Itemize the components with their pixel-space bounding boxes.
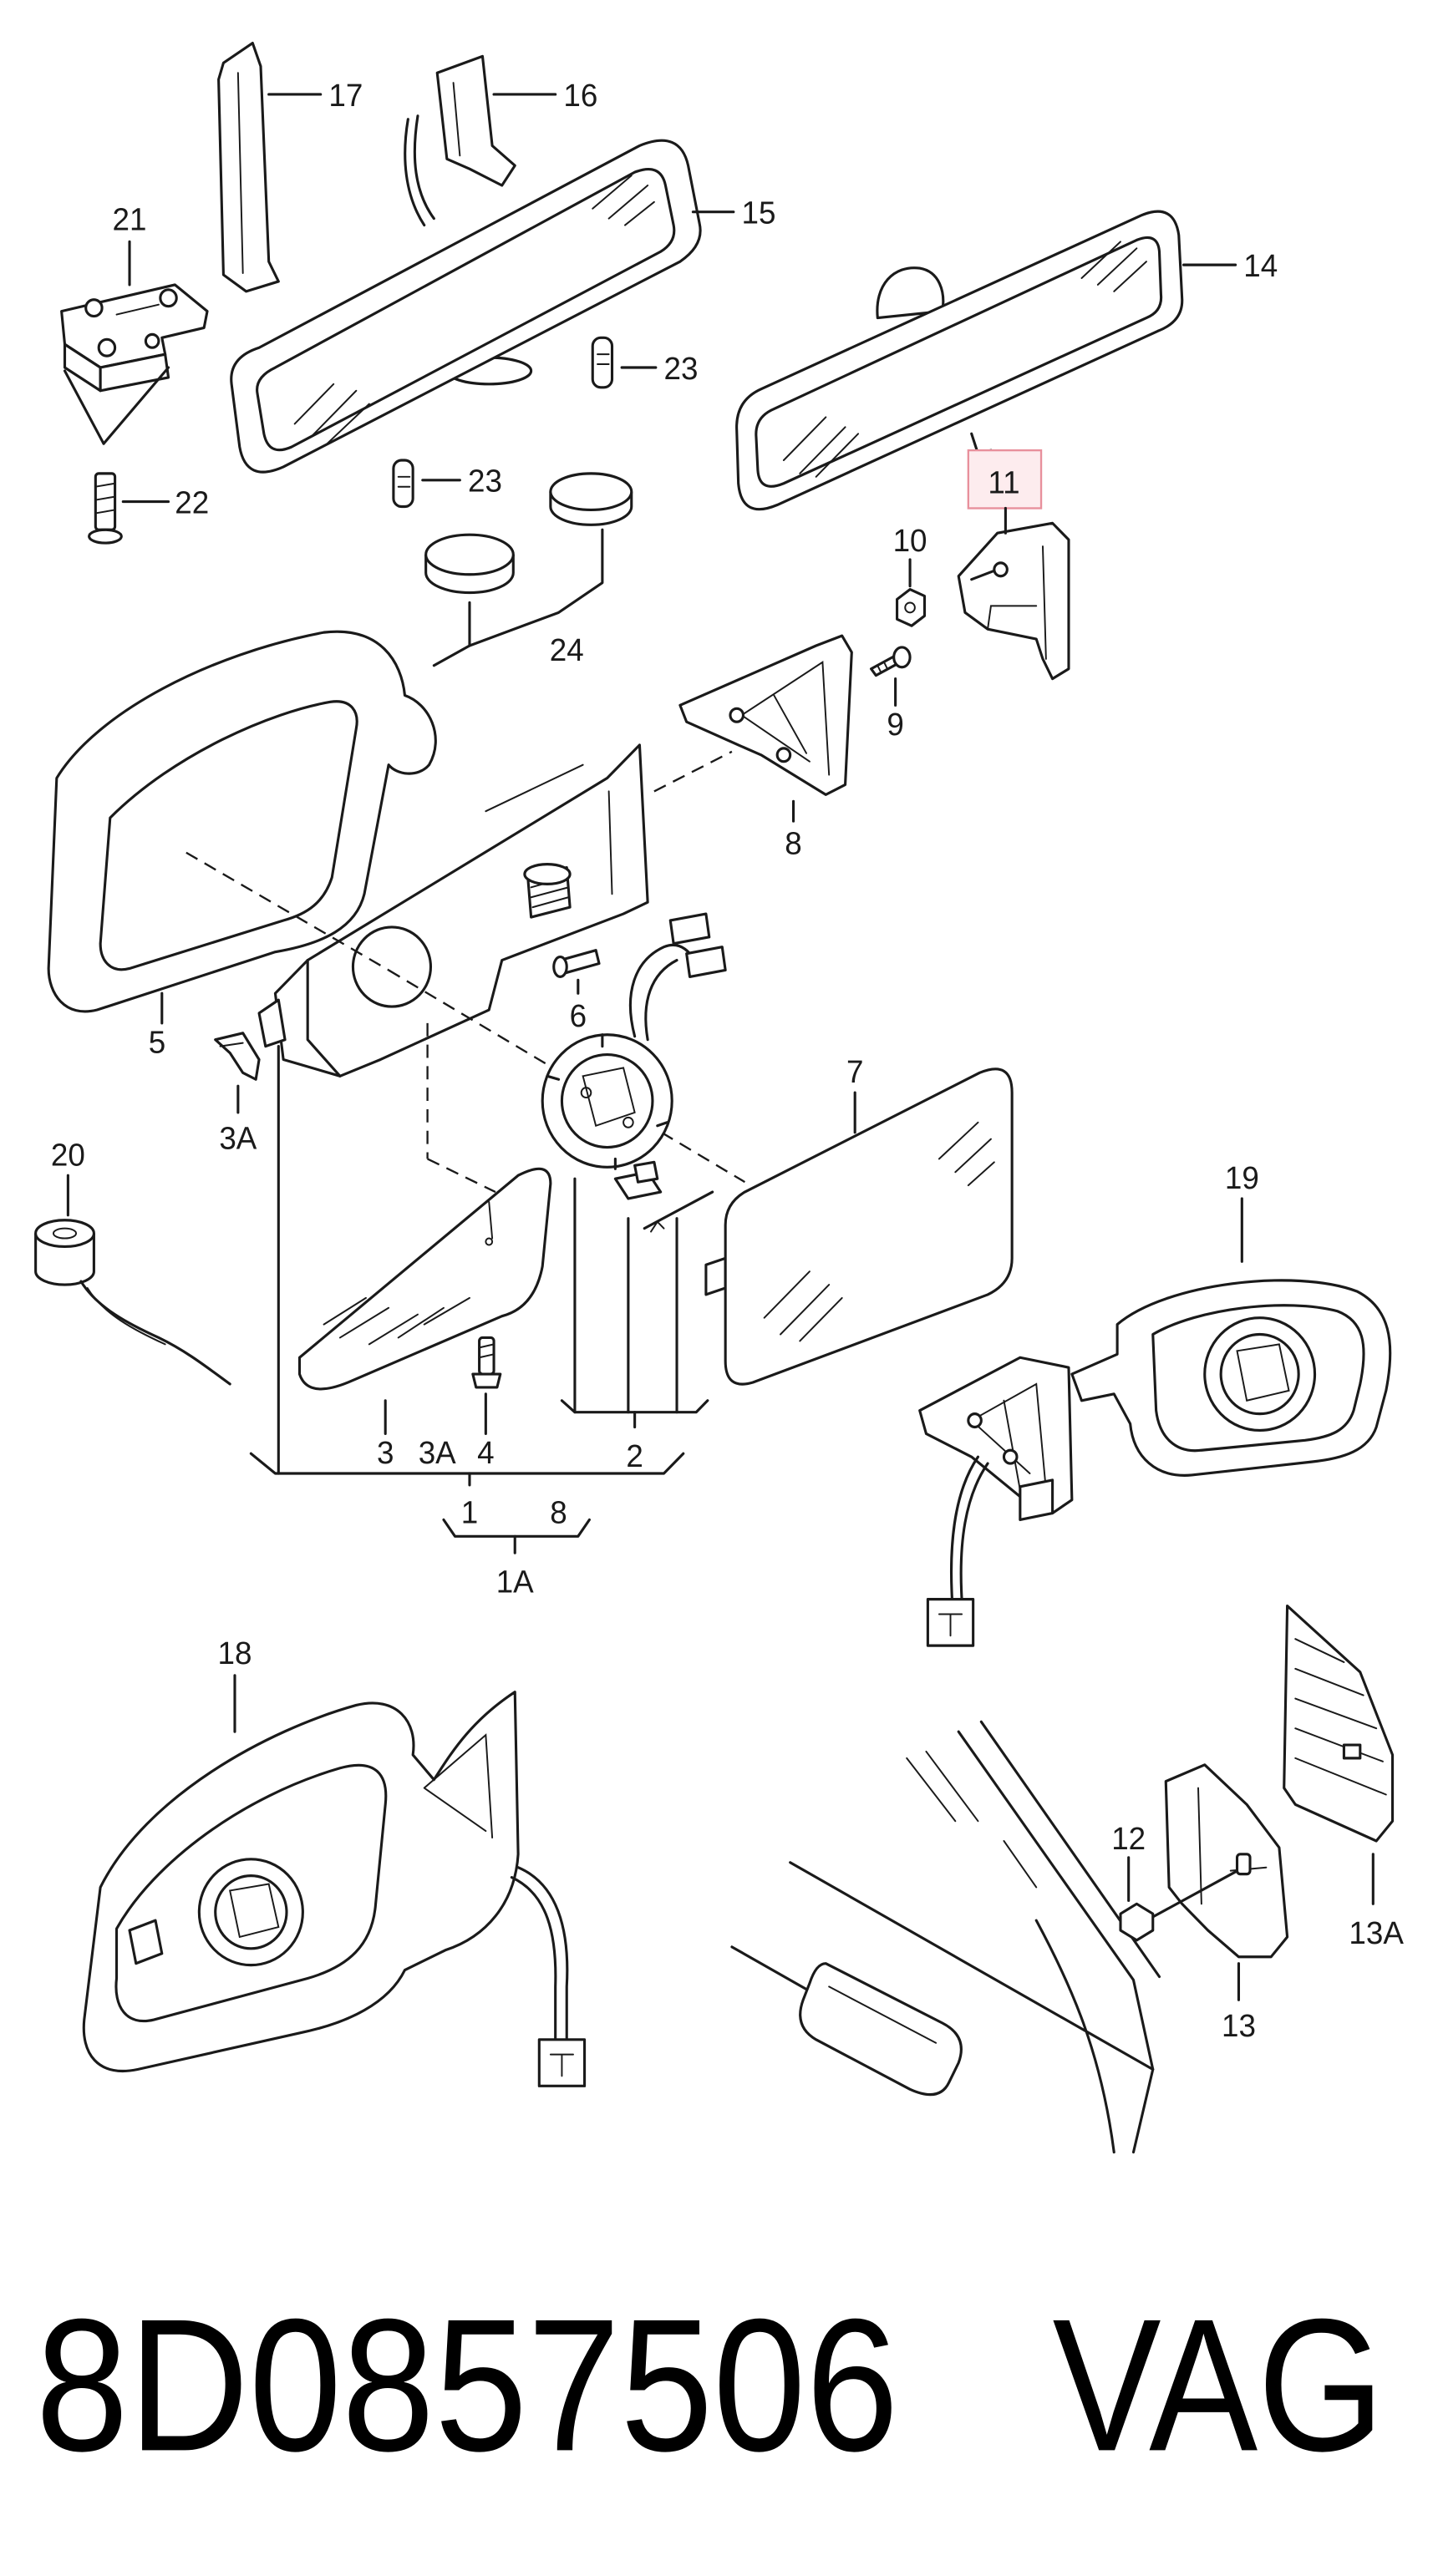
part-3-lower-cover [297, 1167, 552, 1391]
assembly-brackets [249, 1045, 709, 1554]
label-13a: 13A [1349, 1914, 1404, 1950]
part-23-bulb-mid [392, 459, 461, 509]
part-number-caption: 8D0857506 [36, 2280, 899, 2491]
label-23-top: 23 [664, 350, 699, 385]
label-13: 13 [1222, 2007, 1256, 2042]
label-3a: 3A [419, 1435, 456, 1470]
part-18-mirror-assembly [82, 1674, 587, 2087]
label-3a-clip: 3A [219, 1120, 257, 1155]
part-14-rearview-mirror [735, 210, 1237, 511]
part-9-screw [870, 646, 912, 707]
adjuster-motor [541, 912, 727, 1170]
label-17: 17 [328, 77, 363, 112]
part-10-clip-nut [896, 558, 927, 627]
highlight-box-11 [967, 449, 1043, 510]
label-18: 18 [218, 1635, 252, 1671]
label-15: 15 [742, 195, 776, 230]
part-16-bracket [404, 54, 557, 227]
label-8-bracket: 8 [785, 825, 801, 860]
part-6-screw [552, 949, 601, 995]
part-12-clip [1119, 1853, 1252, 1942]
label-10: 10 [893, 523, 927, 558]
label-1: 1 [461, 1494, 478, 1529]
label-24: 24 [550, 631, 584, 667]
label-16: 16 [563, 77, 597, 112]
label-11: 11 [988, 464, 1019, 499]
brand-caption: VAG [1053, 2280, 1385, 2491]
part-3a-clip [214, 1032, 261, 1114]
label-2: 2 [626, 1438, 643, 1473]
part-13-trim [1164, 1763, 1289, 2001]
label-9: 9 [887, 707, 903, 742]
label-7: 7 [846, 1054, 863, 1089]
part-8-bracket [653, 634, 853, 823]
part-15-rearview-mirror [230, 139, 735, 474]
part-22-screw [88, 472, 170, 545]
part-20-sensor [34, 1174, 231, 1386]
part-17-trim-strip [217, 41, 323, 293]
part-21-mounting-bracket [60, 240, 209, 445]
label-14: 14 [1243, 248, 1278, 283]
label-5: 5 [149, 1024, 165, 1059]
label-22: 22 [175, 484, 209, 520]
part-2-small-parts [613, 1160, 714, 1233]
part-23-bulb-top [591, 336, 658, 389]
label-4: 4 [477, 1435, 494, 1470]
part-13a-trim [1283, 1604, 1395, 1905]
label-3: 3 [377, 1435, 394, 1470]
part-5-housing [47, 630, 437, 1025]
part-6-base-frame [185, 743, 745, 1194]
label-1a: 1A [496, 1564, 534, 1599]
part-24-caps [424, 472, 633, 667]
label-21: 21 [113, 201, 147, 236]
label-6: 6 [570, 997, 587, 1032]
part-4-screw [471, 1336, 502, 1389]
label-23-mid: 23 [468, 463, 502, 498]
part-7-mirror-glass [704, 1067, 1014, 1386]
label-20: 20 [51, 1137, 85, 1172]
label-12: 12 [1111, 1821, 1146, 1856]
label-19: 19 [1225, 1160, 1259, 1195]
label-8: 8 [550, 1494, 567, 1529]
door-outline [730, 1720, 1161, 2154]
part-19-mirror-assembly [918, 1197, 1392, 1647]
part-11-trim-cover [957, 506, 1070, 681]
